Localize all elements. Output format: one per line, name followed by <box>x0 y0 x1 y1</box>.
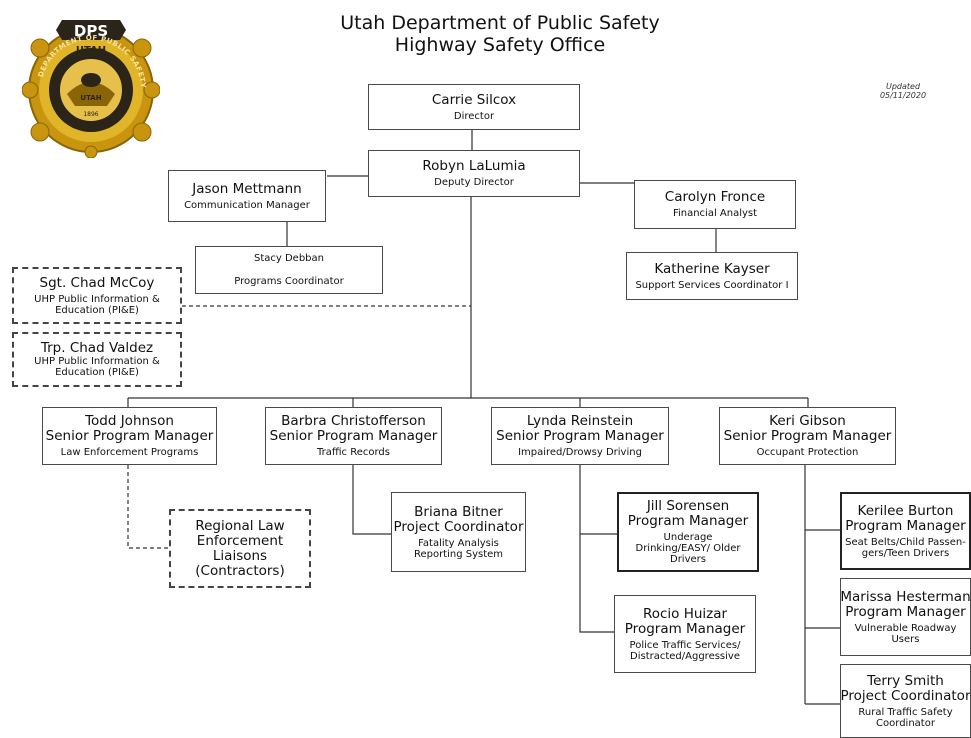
node-title: Programs Coordinator <box>234 276 344 287</box>
node-pie-mccoy[interactable]: Sgt. Chad McCoy UHP Public Information &… <box>12 267 182 324</box>
node-name: Kerilee Burton <box>857 502 954 519</box>
node-name: Robyn LaLumia <box>422 158 526 174</box>
seal-state-text: UTAH <box>76 45 106 56</box>
page-title: Utah Department of Public Safety <box>340 12 660 34</box>
node-name: Sgt. Chad McCoy <box>39 274 155 291</box>
node-title: Financial Analyst <box>672 208 758 219</box>
node-title: Occupant Protection <box>756 447 859 458</box>
node-program-manager-vulnerable-users[interactable]: Marissa Hesterman Program Manager Vulner… <box>840 578 971 656</box>
node-name: Keri Gibson <box>769 413 846 429</box>
node-senior-law-enforcement[interactable]: Todd Johnson Senior Program Manager Law … <box>42 407 217 465</box>
node-name: Carolyn Fronce <box>664 189 766 205</box>
node-title: UHP Public Information & Education (PI&E… <box>34 356 160 378</box>
node-title: Communication Manager <box>184 199 310 211</box>
node-program-manager-underage[interactable]: Jill Sorensen Program Manager Underage D… <box>617 492 759 572</box>
node-project-coordinator-fars[interactable]: Briana Bitner Project Coordinator Fatali… <box>391 492 526 572</box>
node-pie-valdez[interactable]: Trp. Chad Valdez UHP Public Information … <box>12 332 182 387</box>
node-title: Police Traffic Services/ Distracted/Aggr… <box>629 639 741 662</box>
node-role: Senior Program Manager <box>723 428 892 444</box>
node-name: Terry Smith <box>867 672 944 689</box>
node-support-services-coordinator[interactable]: Katherine Kayser Support Services Coordi… <box>626 252 798 300</box>
node-name: Todd Johnson <box>85 413 174 429</box>
updated-date: 05/11/2020 <box>879 91 927 100</box>
node-name: Barbra Christofferson <box>281 413 426 429</box>
node-role: Program Manager <box>845 603 966 620</box>
node-role: Project Coordinator <box>840 687 971 704</box>
node-name: Rocio Huizar <box>642 605 728 622</box>
node-program-manager-seat-belts[interactable]: Kerilee Burton Program Manager Seat Belt… <box>840 492 971 570</box>
updated-label: Updated <box>885 82 921 91</box>
node-role: Program Manager <box>627 513 749 529</box>
node-name: Marissa Hesterman <box>840 588 971 605</box>
node-role: Senior Program Manager <box>45 428 214 444</box>
node-title: Traffic Records <box>317 447 390 458</box>
line-lynda-rocio <box>579 465 614 633</box>
node-text: Regional Law Enforcement Liaisons (Contr… <box>195 517 285 579</box>
node-title: Fatality Analysis Reporting System <box>413 537 504 560</box>
seal-inner-text: UTAH <box>80 94 101 102</box>
node-title: Deputy Director <box>434 177 514 188</box>
node-role: Program Manager <box>624 620 746 637</box>
page-subtitle: Highway Safety Office <box>394 34 606 56</box>
node-title: UHP Public Information & Education (PI&E… <box>34 293 160 316</box>
node-financial-analyst[interactable]: Carolyn Fronce Financial Analyst <box>634 180 796 229</box>
seal-banner <box>56 20 126 40</box>
dps-seal-logo: DPS UTAH DEPARTMENT OF PUBLIC SAFETY UTA… <box>22 20 160 158</box>
line-todd-regional-dashed <box>127 465 169 549</box>
node-title: Support Services Coordinator I <box>635 279 789 291</box>
node-name: Trp. Chad Valdez <box>40 340 154 356</box>
node-title: Underage Drinking/EASY/ Older Drivers <box>635 532 741 565</box>
node-name: Jill Sorensen <box>646 498 730 514</box>
node-name: Jason Mettmann <box>192 180 302 197</box>
node-deputy-director[interactable]: Robyn LaLumia Deputy Director <box>368 150 580 197</box>
node-name: Briana Bitner <box>414 503 503 520</box>
node-program-manager-police-traffic[interactable]: Rocio Huizar Program Manager Police Traf… <box>614 595 756 673</box>
node-title: Impaired/Drowsy Driving <box>518 447 642 458</box>
node-name: Katherine Kayser <box>654 260 770 277</box>
node-title: Rural Traffic Safety Coordinator <box>858 706 953 729</box>
node-title: Director <box>453 110 495 122</box>
node-name: Lynda Reinstein <box>526 413 634 429</box>
node-role: Senior Program Manager <box>269 428 438 444</box>
node-name: Stacy Debban <box>253 253 324 264</box>
updated-note: Updated 05/11/2020 <box>868 82 938 100</box>
seal-top-text: DPS <box>74 22 108 40</box>
node-title: Law Enforcement Programs <box>60 447 199 458</box>
node-regional-liaisons[interactable]: Regional Law Enforcement Liaisons (Contr… <box>169 509 311 588</box>
node-project-coordinator-rural[interactable]: Terry Smith Project Coordinator Rural Tr… <box>840 664 971 738</box>
seal-year: 1896 <box>83 111 98 118</box>
node-senior-occupant-protection[interactable]: Keri Gibson Senior Program Manager Occup… <box>719 407 896 465</box>
node-name: Carrie Silcox <box>431 91 517 108</box>
node-programs-coordinator[interactable]: Stacy Debban Programs Coordinator <box>195 246 383 294</box>
node-role: Senior Program Manager <box>496 428 664 444</box>
node-senior-impaired-driving[interactable]: Lynda Reinstein Senior Program Manager I… <box>491 407 669 465</box>
line-barbra-briana <box>352 465 391 535</box>
node-communication-manager[interactable]: Jason Mettmann Communication Manager <box>168 170 326 222</box>
node-senior-traffic-records[interactable]: Barbra Christofferson Senior Program Man… <box>265 407 442 465</box>
node-title: Vulnerable Roadway Users <box>854 622 957 645</box>
seal-badge-shape <box>22 27 160 158</box>
node-role: Project Coordinator <box>393 518 524 535</box>
node-role: Program Manager <box>845 517 966 534</box>
node-title: Seat Belts/Child Passen- gers/Teen Drive… <box>845 536 966 559</box>
node-director[interactable]: Carrie Silcox Director <box>368 84 580 130</box>
